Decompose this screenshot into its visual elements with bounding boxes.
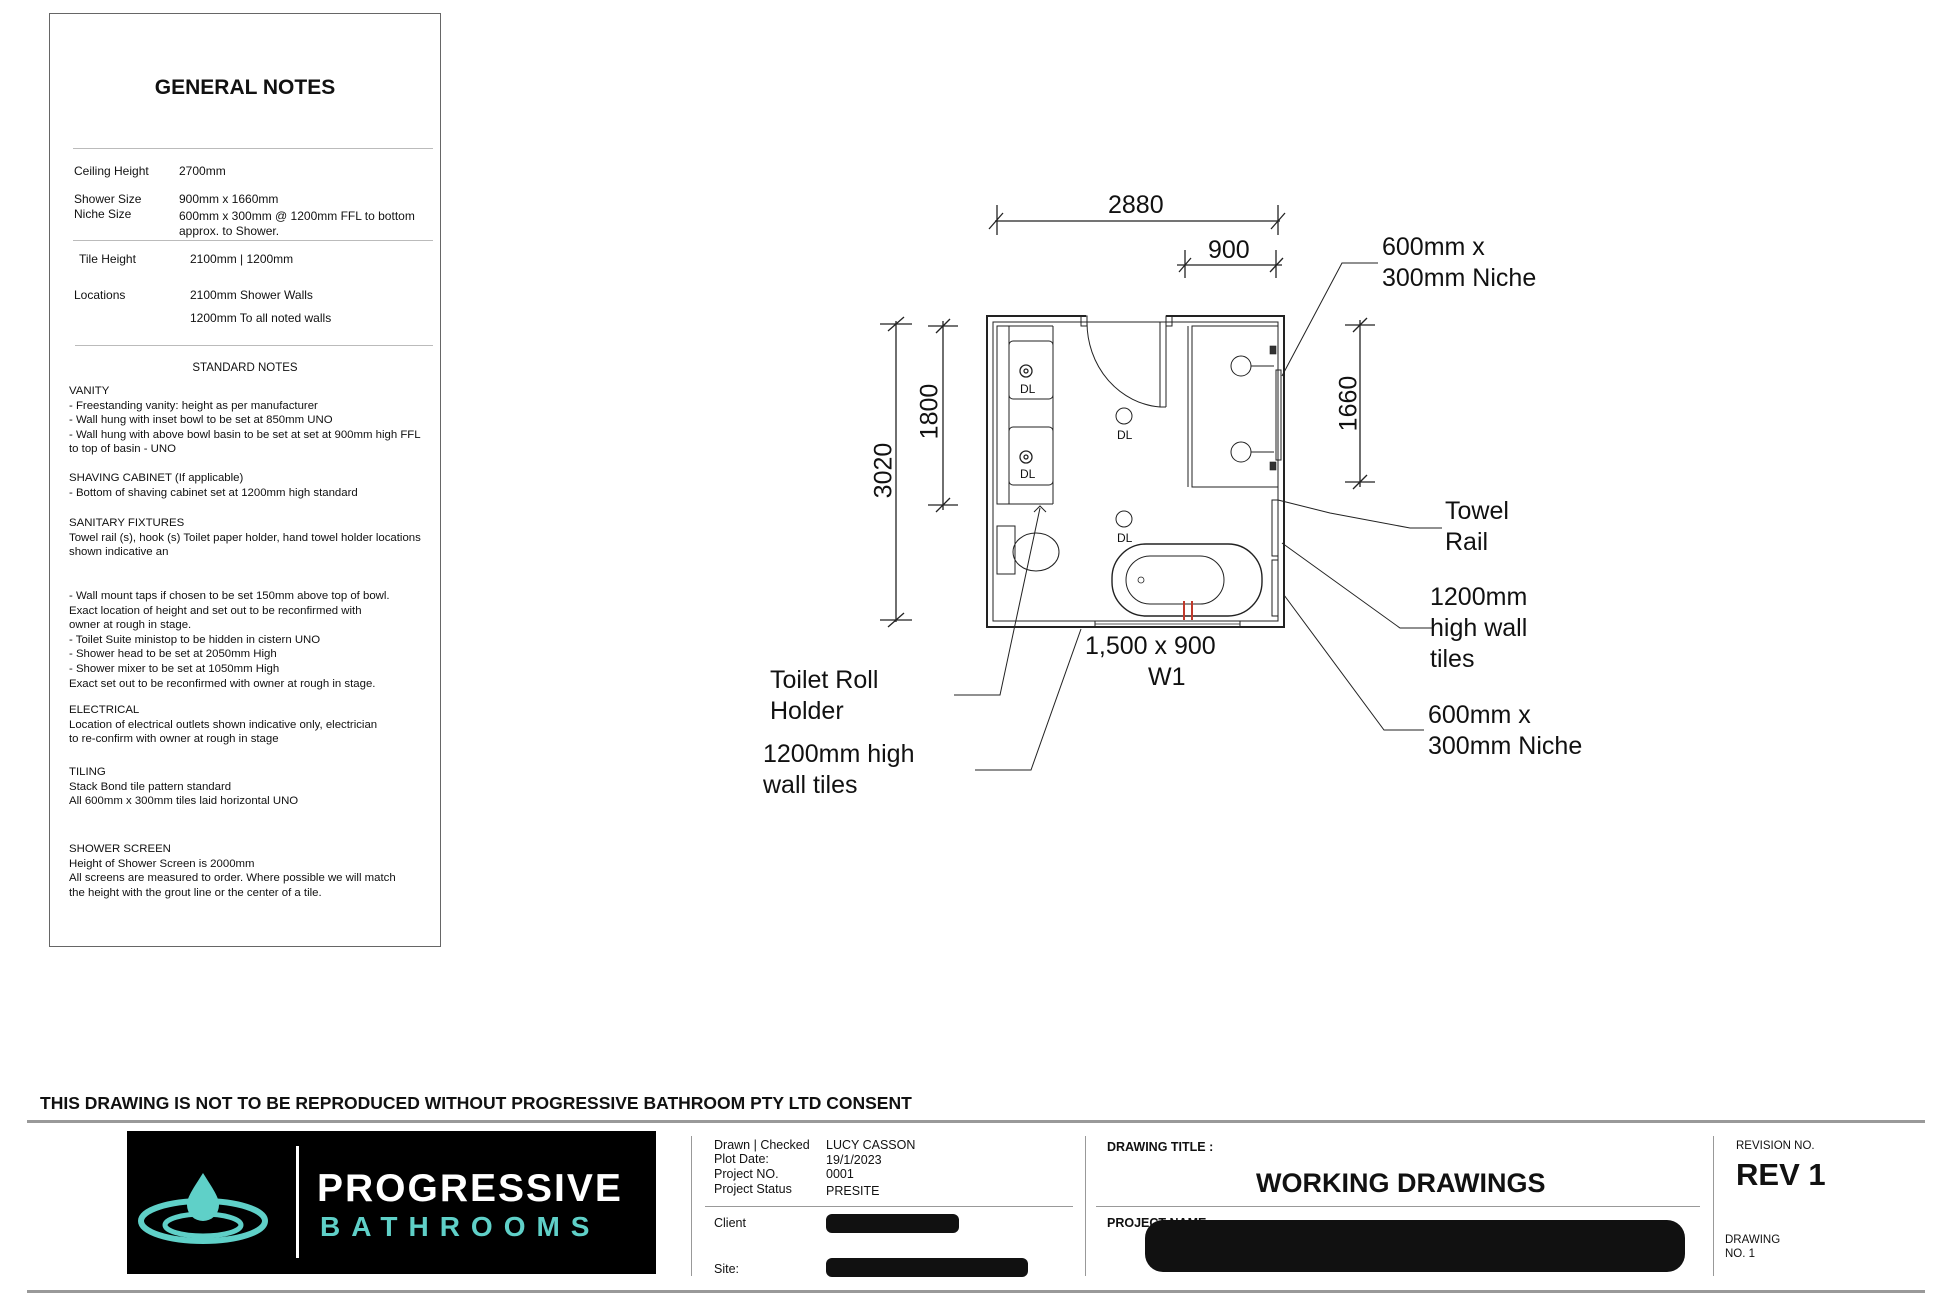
leader-towel-rail bbox=[1277, 499, 1442, 529]
vanity-notes: VANITY- Freestanding vanity: height as p… bbox=[69, 385, 421, 456]
water-drop-icon bbox=[138, 1173, 268, 1244]
project-name-redacted bbox=[1145, 1220, 1685, 1272]
title-block-bottom-border bbox=[27, 1290, 1925, 1293]
dim-3020: 3020 bbox=[869, 442, 898, 499]
client-label: Client bbox=[714, 1216, 746, 1230]
vanity-back bbox=[996, 325, 1010, 505]
notes-title: GENERAL NOTES bbox=[154, 76, 336, 99]
leader-niche-bottom bbox=[1283, 594, 1424, 731]
downlight-label: DL bbox=[1117, 428, 1133, 442]
downlight bbox=[1115, 510, 1133, 528]
downlight bbox=[1115, 407, 1133, 425]
logo-text-progressive: PROGRESSIVE bbox=[317, 1167, 623, 1210]
leader-niche-top bbox=[1281, 262, 1378, 377]
plot-date-label: Plot Date: bbox=[714, 1152, 769, 1166]
dimension-line-2880 bbox=[988, 205, 1286, 235]
spec-value: 1200mm To all noted walls bbox=[190, 311, 332, 325]
divider bbox=[75, 345, 433, 346]
standard-notes-title: STANDARD NOTES bbox=[192, 362, 298, 374]
title-block-top-border bbox=[27, 1120, 1925, 1123]
site-redacted bbox=[826, 1258, 1028, 1277]
dimension-line-1800 bbox=[928, 318, 958, 513]
spec-label: Tile Height bbox=[79, 252, 136, 266]
downlight-label: DL bbox=[1020, 382, 1036, 396]
spec-value: 900mm x 1660mm bbox=[179, 192, 279, 206]
revision-label: REVISION NO. bbox=[1736, 1140, 1815, 1152]
window-id: W1 bbox=[1148, 663, 1186, 691]
leader-toilet-roll bbox=[954, 507, 1041, 696]
drawn-value: LUCY CASSON bbox=[826, 1138, 916, 1152]
niche-bath bbox=[1271, 559, 1279, 617]
spec-label: Ceiling Height bbox=[74, 164, 149, 178]
toilet-cistern bbox=[996, 525, 1016, 575]
leader-wall-tiles-left bbox=[975, 628, 1082, 771]
dim-1800: 1800 bbox=[915, 383, 944, 440]
dim-1660: 1660 bbox=[1334, 375, 1363, 432]
plot-date-value: 19/1/2023 bbox=[826, 1153, 882, 1167]
downlight-label: DL bbox=[1117, 531, 1133, 545]
spec-label: Shower Size bbox=[74, 192, 142, 206]
spec-value: 2700mm bbox=[179, 164, 226, 178]
downlight-label: DL bbox=[1020, 467, 1036, 481]
window-size: 1,500 x 900 bbox=[1085, 632, 1216, 660]
spec-label: Locations bbox=[74, 288, 126, 302]
room-inner-wall bbox=[992, 321, 1279, 622]
toilet-bowl bbox=[1012, 532, 1060, 572]
divider bbox=[73, 148, 433, 149]
site-label: Site: bbox=[714, 1262, 740, 1276]
revision-number: REV 1 bbox=[1736, 1157, 1826, 1192]
project-no-value: 0001 bbox=[826, 1167, 854, 1181]
spec-value: approx. to Shower. bbox=[179, 224, 280, 238]
dim-2880: 2880 bbox=[1108, 191, 1164, 219]
project-status-label: Project Status bbox=[714, 1182, 792, 1196]
spec-value: 2100mm Shower Walls bbox=[190, 288, 313, 302]
drawing-no-label: DRAWING bbox=[1725, 1234, 1781, 1246]
client-redacted bbox=[826, 1214, 959, 1233]
logo-text-bathrooms: BATHROOMS bbox=[320, 1211, 601, 1242]
leader-wall-tiles-right bbox=[1281, 542, 1432, 629]
shaving-cabinet-notes: SHAVING CABINET (If applicable) - Bottom… bbox=[69, 472, 358, 499]
dimension-line-900 bbox=[1177, 250, 1284, 278]
door-swing bbox=[1086, 321, 1161, 408]
general-notes-panel: GENERAL NOTES Ceiling Height 2700mm Show… bbox=[49, 13, 441, 947]
dim-900: 900 bbox=[1208, 236, 1250, 264]
shower-enclosure bbox=[1191, 325, 1279, 488]
divider bbox=[73, 240, 433, 241]
dimension-line-1660 bbox=[1345, 317, 1375, 490]
shower-head-1 bbox=[1230, 355, 1252, 377]
bathtub-inner bbox=[1125, 555, 1225, 605]
towel-rail bbox=[1271, 499, 1279, 557]
project-status-value: PRESITE bbox=[826, 1184, 880, 1198]
dimension-line-3020 bbox=[880, 316, 912, 628]
bathtub bbox=[1111, 543, 1263, 617]
spec-value: 2100mm | 1200mm bbox=[190, 252, 294, 266]
spec-value: 600mm x 300mm @ 1200mm FFL to bottom bbox=[179, 209, 415, 223]
drawn-label: Drawn | Checked bbox=[714, 1138, 810, 1152]
drawing-title-label: DRAWING TITLE : bbox=[1107, 1140, 1214, 1154]
spec-label: Niche Size bbox=[74, 207, 132, 221]
shower-head-2 bbox=[1230, 441, 1252, 463]
drawing-title: WORKING DRAWINGS bbox=[1256, 1168, 1546, 1198]
project-no-label: Project NO. bbox=[714, 1167, 779, 1181]
niche-shower bbox=[1275, 369, 1282, 461]
company-logo: PROGRESSIVE BATHROOMS bbox=[127, 1131, 656, 1274]
consent-notice: THIS DRAWING IS NOT TO BE REPRODUCED WIT… bbox=[40, 1093, 912, 1113]
drawing-no-value: NO. 1 bbox=[1725, 1248, 1756, 1260]
